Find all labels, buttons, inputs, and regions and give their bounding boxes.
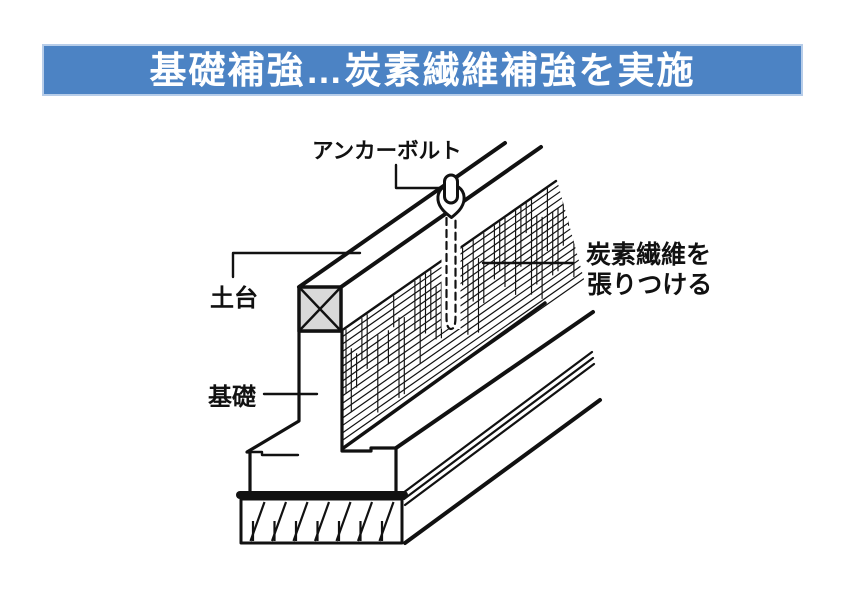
sill-beam-edges [297,141,543,289]
bolt-dashed-shaft [441,213,461,331]
footing-base-slab [236,491,408,545]
sill-label: 土台 [210,284,258,312]
footing-ledge-detail [245,450,300,457]
sill-cross-section [297,285,343,333]
footing-slab-edges [394,310,602,545]
carbon-fiber-label-line2: 張りつける [587,271,712,299]
ground-hatch [249,501,395,542]
wall-bottom-edge [340,301,547,451]
carbon-fiber-label-line1: 炭素繊維を [586,240,711,269]
anchor-bolt-label: アンカーボルト [312,139,462,163]
title-bar: 基礎補強…炭素繊維補強を実施 [42,44,803,96]
sill-leader [231,251,362,279]
title-text: 基礎補強…炭素繊維補強を実施 [149,49,696,91]
foundation-label: 基礎 [208,384,256,411]
foundation-cross-section [245,329,398,497]
anchor-bolt-icon [436,173,466,219]
anchor-bolt-leader [394,163,443,190]
